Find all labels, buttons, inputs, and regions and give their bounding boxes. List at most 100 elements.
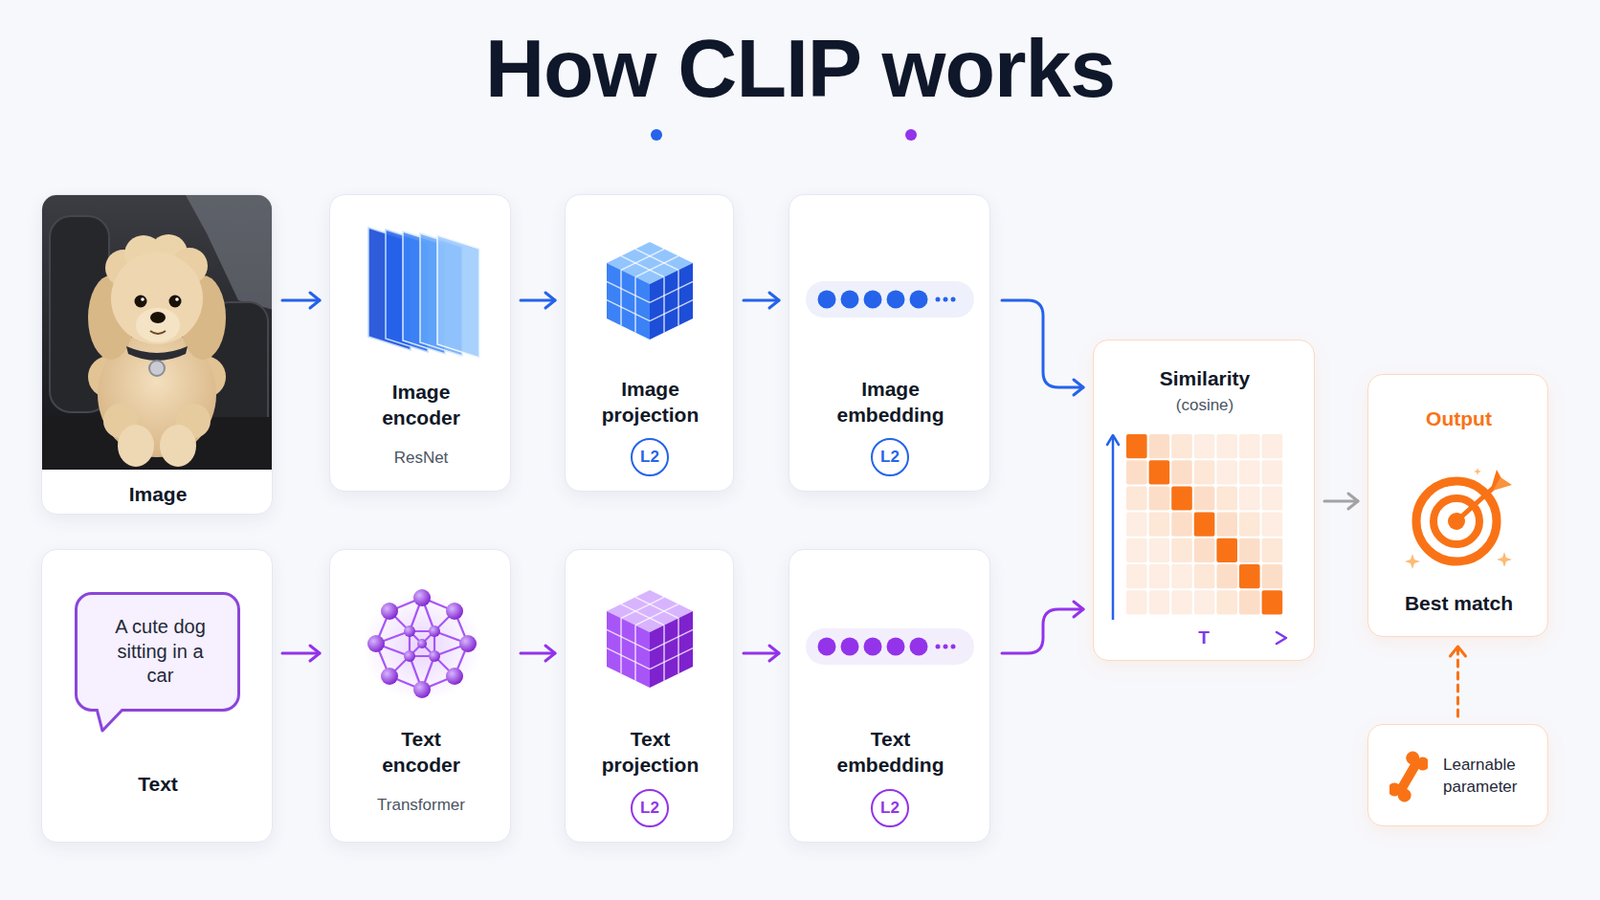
matrix-cell [1149, 538, 1171, 563]
underline-dot [650, 129, 663, 141]
node-label: Text projection [588, 727, 713, 779]
encoder-layers-icon [355, 220, 489, 364]
matrix-cell [1126, 590, 1148, 615]
matrix-cell [1262, 460, 1284, 485]
diagram-title: How CLIP works [0, 21, 1600, 116]
connector-line [1456, 646, 1460, 717]
connector-line [282, 652, 320, 656]
arrow-head [769, 645, 779, 662]
matrix-cell [1171, 486, 1193, 511]
node-label: ResNet [341, 447, 501, 469]
matrix-cell [1216, 460, 1238, 485]
embedding-vector-icon [805, 281, 975, 318]
matrix-cell [1126, 512, 1148, 537]
node-label: Text embedding [823, 727, 958, 779]
embedding-card: Image embeddingL2 [788, 194, 991, 492]
matrix-cell [1149, 460, 1171, 485]
matrix-cell [1239, 460, 1261, 485]
connector-line [520, 652, 556, 656]
matrix-cell [1216, 564, 1238, 589]
connector-line [520, 299, 556, 303]
node-label: Image [53, 482, 263, 509]
node-label: Text encoder [363, 727, 479, 779]
matrix-cell [1126, 434, 1148, 459]
matrix-cell [1194, 590, 1216, 615]
node-label: (cosine) [1105, 395, 1305, 417]
similarity-card: Similarity(cosine) T [1092, 339, 1315, 662]
matrix-cell [1194, 538, 1216, 563]
transformer-network-icon [359, 581, 485, 707]
node-label: L2 [632, 791, 667, 826]
matrix-cell [1262, 590, 1284, 615]
matrix-cell [1149, 590, 1171, 615]
node-label: Image embedding [823, 377, 958, 429]
speech-bubble-tail [92, 709, 132, 734]
parameter-card: Learnable parameter [1367, 724, 1549, 827]
arrow-head [545, 645, 556, 662]
embedding-card: Text embeddingL2 [788, 549, 991, 844]
node-label: Similarity [1105, 366, 1305, 393]
matrix-cell [1171, 538, 1193, 563]
arrow-head [1348, 493, 1358, 510]
node-label: A cute dog sitting in a car [107, 615, 215, 689]
connector [743, 645, 779, 662]
matrix-cell [1239, 564, 1261, 589]
underline [669, 133, 898, 137]
node-label: T [1192, 627, 1216, 650]
matrix-cell [1126, 538, 1148, 563]
matrix-cell [1194, 434, 1216, 459]
projection-cube-icon [597, 580, 703, 696]
matrix-cell [1149, 434, 1171, 459]
matrix-cell [1239, 512, 1261, 537]
projection-cube-icon [597, 232, 703, 348]
connector [520, 645, 556, 662]
node-label: Learnable parameter [1443, 755, 1539, 800]
connector-line [743, 299, 779, 303]
matrix-cell [1239, 590, 1261, 615]
matrix-cell [1194, 512, 1216, 537]
matrix-cell [1194, 564, 1216, 589]
matrix-cell [1262, 564, 1284, 589]
embedding-vector-icon [805, 628, 975, 666]
arrow-head [1450, 646, 1467, 657]
matrix-cell [1262, 512, 1284, 537]
connector [743, 292, 779, 309]
matrix-cell [1262, 486, 1284, 511]
l2-badge: L2 [630, 438, 669, 477]
matrix-cell [1194, 460, 1216, 485]
matrix-cell [1216, 512, 1238, 537]
matrix-cell [1171, 564, 1193, 589]
node-label: Image encoder [363, 379, 479, 432]
l2-badge: L2 [870, 438, 910, 477]
image-card: Image [41, 194, 273, 515]
matrix-cell [1239, 486, 1261, 511]
connector [1001, 300, 1084, 396]
node-label: L2 [872, 440, 908, 475]
matrix-cell [1194, 486, 1216, 511]
connector [520, 292, 556, 309]
connector-line [282, 299, 320, 303]
node-label: L2 [872, 791, 908, 826]
projection-card: Text projectionL2 [564, 549, 734, 844]
node-label: Text [53, 772, 263, 799]
node-label: Output [1379, 406, 1538, 433]
connector [282, 645, 320, 662]
connector [1450, 646, 1467, 717]
arrow-head [1073, 601, 1084, 618]
matrix-cell [1262, 538, 1284, 563]
connector [1324, 493, 1358, 510]
matrix-cell [1216, 434, 1238, 459]
y-axis [1111, 436, 1115, 621]
matrix-cell [1171, 590, 1193, 615]
matrix-cell [1171, 460, 1193, 485]
connector [282, 292, 320, 309]
matrix-cell [1149, 564, 1171, 589]
matrix-cell [1126, 460, 1148, 485]
arrow-head [310, 645, 320, 662]
connector-line [1324, 500, 1358, 504]
target-icon [1397, 466, 1522, 572]
arrow-head [545, 292, 556, 309]
dog-photo [42, 195, 273, 470]
matrix-cell [1126, 564, 1148, 589]
connector-line [743, 652, 779, 656]
